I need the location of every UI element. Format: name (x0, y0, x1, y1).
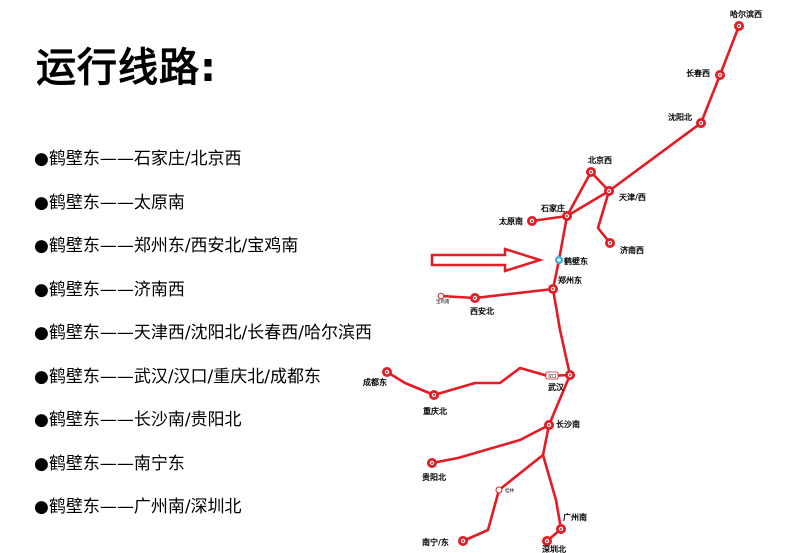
station-label: 重庆北 (423, 406, 447, 416)
line-beijing (565, 170, 593, 218)
station-label: 郑州东 (558, 275, 582, 285)
station-nanning-east: 南宁/东 (422, 536, 468, 547)
station-hebi-east: 鹤壁东 (555, 256, 588, 266)
station-baoji-south: 宝鸡南 (436, 292, 450, 305)
route-item: ●鹤壁东——郑州东/西安北/宝鸡南 (34, 236, 299, 256)
station-shenyang-north: 沈阳北 (668, 112, 706, 128)
station-label: 成都东 (363, 377, 387, 387)
line-taiyuan (530, 214, 569, 223)
station-label: 济南西 (620, 245, 644, 255)
station-label: 太原南 (498, 216, 523, 226)
station-guiyang-north: 贵阳北 (422, 458, 446, 482)
station-label: 深圳北 (542, 544, 566, 553)
station-label: 石家庄 (540, 203, 565, 213)
route-item: ●鹤壁东——太原南 (34, 193, 185, 213)
line-guiyang (430, 423, 551, 465)
station-harbin-west: 哈尔滨西 (730, 9, 762, 31)
route-item: ●鹤壁东——石家庄/北京西 (34, 149, 242, 169)
station-jinan-west: 济南西 (605, 238, 644, 255)
station-label: 长春西 (686, 68, 710, 78)
station-changchun-west: 长春西 (686, 68, 725, 80)
station-xian-north: 西安北 (470, 293, 494, 316)
station-label: 汉口 (548, 373, 557, 380)
pointer-arrow (430, 247, 545, 273)
station-label: 南宁/东 (422, 537, 449, 547)
line-chengdu (385, 366, 572, 397)
line-xian (439, 287, 555, 300)
station-label: 沈阳北 (668, 112, 692, 122)
route-item: ●鹤壁东——天津西/沈阳北/长春西/哈尔滨西 (34, 323, 373, 343)
station-label: 长沙南 (556, 419, 580, 429)
line-tianjin (596, 189, 612, 245)
station-label: 鹤壁东 (564, 256, 588, 266)
station-label: 宝鸡南 (436, 298, 450, 305)
route-item: ●鹤壁东——武汉/汉口/重庆北/成都东 (34, 367, 322, 387)
route-item: ●鹤壁东——南宁东 (34, 454, 185, 474)
station-hankou: 汉口 (545, 371, 559, 380)
station-label: 广州南 (563, 512, 587, 522)
stations: 哈尔滨西 长春西 沈阳北 北京西 天津/西 石家庄 太原南 济南西 (363, 9, 762, 553)
station-label: 天津/西 (619, 192, 646, 202)
station-label: 哈尔滨西 (730, 9, 762, 19)
route-item: ●鹤壁东——济南西 (34, 280, 185, 300)
station-guilin: 桂林 (495, 486, 514, 494)
station-label: 桂林 (505, 487, 514, 494)
line-nanning (461, 453, 545, 543)
page-title: 运行线路: (36, 45, 217, 91)
station-chengdu-east: 成都东 (363, 367, 392, 387)
station-chongqing-north: 重庆北 (423, 390, 447, 416)
line-guangzhou (541, 453, 563, 543)
station-label: 贵阳北 (422, 472, 446, 482)
station-zhengzhou-east: 郑州东 (548, 275, 582, 294)
station-label: 北京西 (588, 155, 612, 165)
station-shenzhen-north: 深圳北 (542, 536, 566, 553)
station-beijing-west: 北京西 (586, 155, 612, 177)
station-label: 西安北 (470, 306, 494, 316)
station-label: 武汉 (548, 382, 565, 392)
station-tianjin-west: 天津/西 (604, 186, 646, 202)
route-item: ●鹤壁东——广州南/深圳北 (34, 497, 242, 517)
station-shijiazhuang: 石家庄 (540, 203, 572, 221)
line-northeast (565, 24, 741, 218)
station-wuhan: 武汉 (548, 370, 575, 392)
station-changsha-south: 长沙南 (544, 419, 580, 430)
route-item: ●鹤壁东——长沙南/贵阳北 (34, 410, 242, 430)
station-guangzhou-south: 广州南 (556, 512, 587, 534)
station-taiyuan-south: 太原南 (498, 216, 537, 226)
